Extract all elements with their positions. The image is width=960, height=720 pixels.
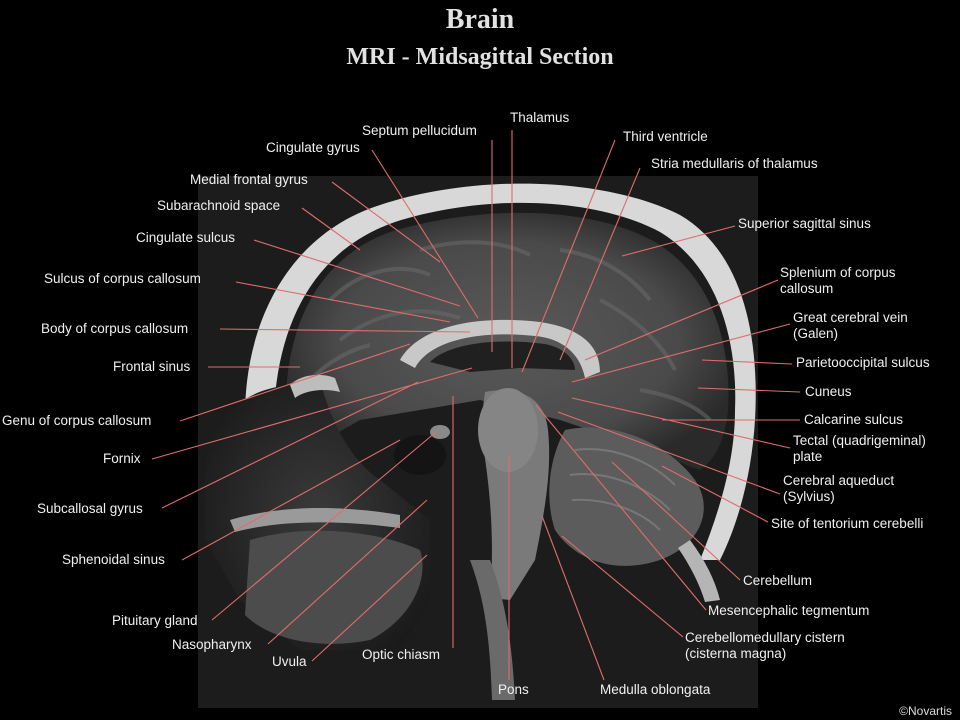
label-medial-frontal-gyrus: Medial frontal gyrus (190, 172, 308, 187)
label-pituitary-gland: Pituitary gland (112, 613, 198, 628)
label-superior-sagittal-sinus: Superior sagittal sinus (738, 216, 871, 231)
label-cerebellum: Cerebellum (743, 573, 813, 588)
leader-subcallosal (161, 381, 419, 509)
label-sulcus-corpus-callosum: Sulcus of corpus callosum (44, 271, 201, 286)
label-cerebellomedullary-line1: Cerebellomedullary cistern (685, 630, 845, 645)
pons-shape (478, 388, 538, 472)
label-sphenoidal-sinus: Sphenoidal sinus (62, 552, 165, 567)
label-tectal-plate-line2: plate (793, 449, 823, 464)
leader-sphenoidal (181, 439, 401, 561)
label-body-corpus-callosum: Body of corpus callosum (41, 321, 189, 336)
palate (230, 508, 400, 532)
occipital-bone (678, 540, 720, 602)
pituitary (430, 425, 450, 439)
leader-body-cc (219, 328, 471, 333)
label-subcallosal-gyrus: Subcallosal gyrus (37, 501, 143, 516)
label-nasopharynx: Nasopharynx (172, 637, 252, 652)
label-cerebellomedullary-cistern: Cerebellomedullary cistern(cisterna magn… (685, 630, 845, 662)
sphenoid-sinus (394, 435, 446, 475)
label-pons: Pons (498, 682, 529, 697)
leader-subarachnoid (301, 207, 361, 251)
label-uvula: Uvula (272, 654, 307, 669)
leader-genu (179, 343, 411, 422)
label-great-cerebral-vein-line1: Great cerebral vein (793, 310, 908, 325)
label-splenium-line2: callosum (780, 281, 834, 296)
label-parietooccipital-sulcus: Parietooccipital sulcus (796, 355, 930, 370)
leader-cerebellum (611, 461, 741, 581)
leader-tectal (571, 397, 791, 449)
label-cuneus: Cuneus (805, 384, 852, 399)
label-stria-medullaris: Stria medullaris of thalamus (651, 156, 818, 171)
label-cingulate-gyrus: Cingulate gyrus (266, 140, 360, 155)
label-cerebellomedullary-line2: (cisterna magna) (685, 646, 787, 661)
label-frontal-sinus: Frontal sinus (113, 359, 191, 374)
label-tentorium: Site of tentorium cerebelli (771, 516, 924, 531)
leader-stria (559, 167, 641, 361)
nasal-bone (290, 374, 340, 398)
leader-cerebellomedullary (561, 535, 684, 638)
label-fornix: Fornix (103, 451, 141, 466)
leader-mesencephalic (535, 404, 707, 611)
label-subarachnoid-space: Subarachnoid space (157, 198, 281, 213)
leader-aqueduct (557, 411, 781, 495)
label-tectal-plate-line1: Tectal (quadrigeminal) (793, 433, 926, 448)
cerebellum-shape (549, 427, 704, 566)
leader-sulcus-cc (235, 281, 451, 323)
label-calcarine-sulcus: Calcarine sulcus (804, 412, 904, 427)
leader-tentorium (661, 465, 769, 523)
leader-cingulate-sulcus (253, 239, 461, 307)
label-splenium-line1: Splenium of corpus (780, 265, 896, 280)
label-third-ventricle: Third ventricle (623, 129, 708, 144)
label-thalamus: Thalamus (510, 110, 570, 125)
leader-medial-frontal (331, 181, 441, 263)
label-great-cerebral-vein: Great cerebral vein(Galen) (793, 310, 908, 342)
label-cerebral-aqueduct: Cerebral aqueduct(Sylvius) (783, 473, 894, 505)
leader-medulla (541, 515, 605, 681)
page-title: Brain (445, 4, 515, 35)
copyright-notice: ©Novartis (899, 704, 952, 718)
cervical-spine (470, 560, 515, 700)
leader-superior-sagittal (621, 225, 736, 257)
leader-great-vein (571, 323, 791, 383)
label-tectal-plate: Tectal (quadrigeminal)plate (793, 433, 926, 465)
label-mesencephalic-tegmentum: Mesencephalic tegmentum (708, 603, 870, 618)
leader-third-ventricle (521, 139, 616, 373)
label-medulla-oblongata: Medulla oblongata (600, 682, 711, 697)
corpus-callosum (400, 319, 600, 378)
leader-parietooccipital (701, 359, 793, 365)
label-septum-pellucidum: Septum pellucidum (362, 123, 477, 138)
leader-pituitary (211, 431, 437, 621)
leader-uvula (311, 554, 428, 662)
leader-cingulate-gyrus (371, 149, 479, 319)
leader-splenium (584, 279, 779, 361)
label-cerebral-aqueduct-line2: (Sylvius) (783, 489, 835, 504)
label-great-cerebral-vein-line2: (Galen) (793, 326, 839, 341)
leader-cuneus (697, 387, 801, 393)
label-optic-chiasm: Optic chiasm (362, 647, 441, 662)
tongue (245, 530, 423, 644)
cerebrum (285, 212, 729, 471)
label-cingulate-sulcus: Cingulate sulcus (136, 230, 236, 245)
leader-nasopharynx (267, 499, 428, 645)
page-subtitle: MRI - Midsagittal Section (346, 44, 614, 70)
lateral-ventricle (430, 341, 575, 372)
label-cerebral-aqueduct-line1: Cerebral aqueduct (783, 473, 895, 488)
leader-fornix (151, 367, 473, 460)
leader-lines (151, 130, 801, 681)
label-genu-corpus-callosum: Genu of corpus callosum (2, 413, 152, 428)
